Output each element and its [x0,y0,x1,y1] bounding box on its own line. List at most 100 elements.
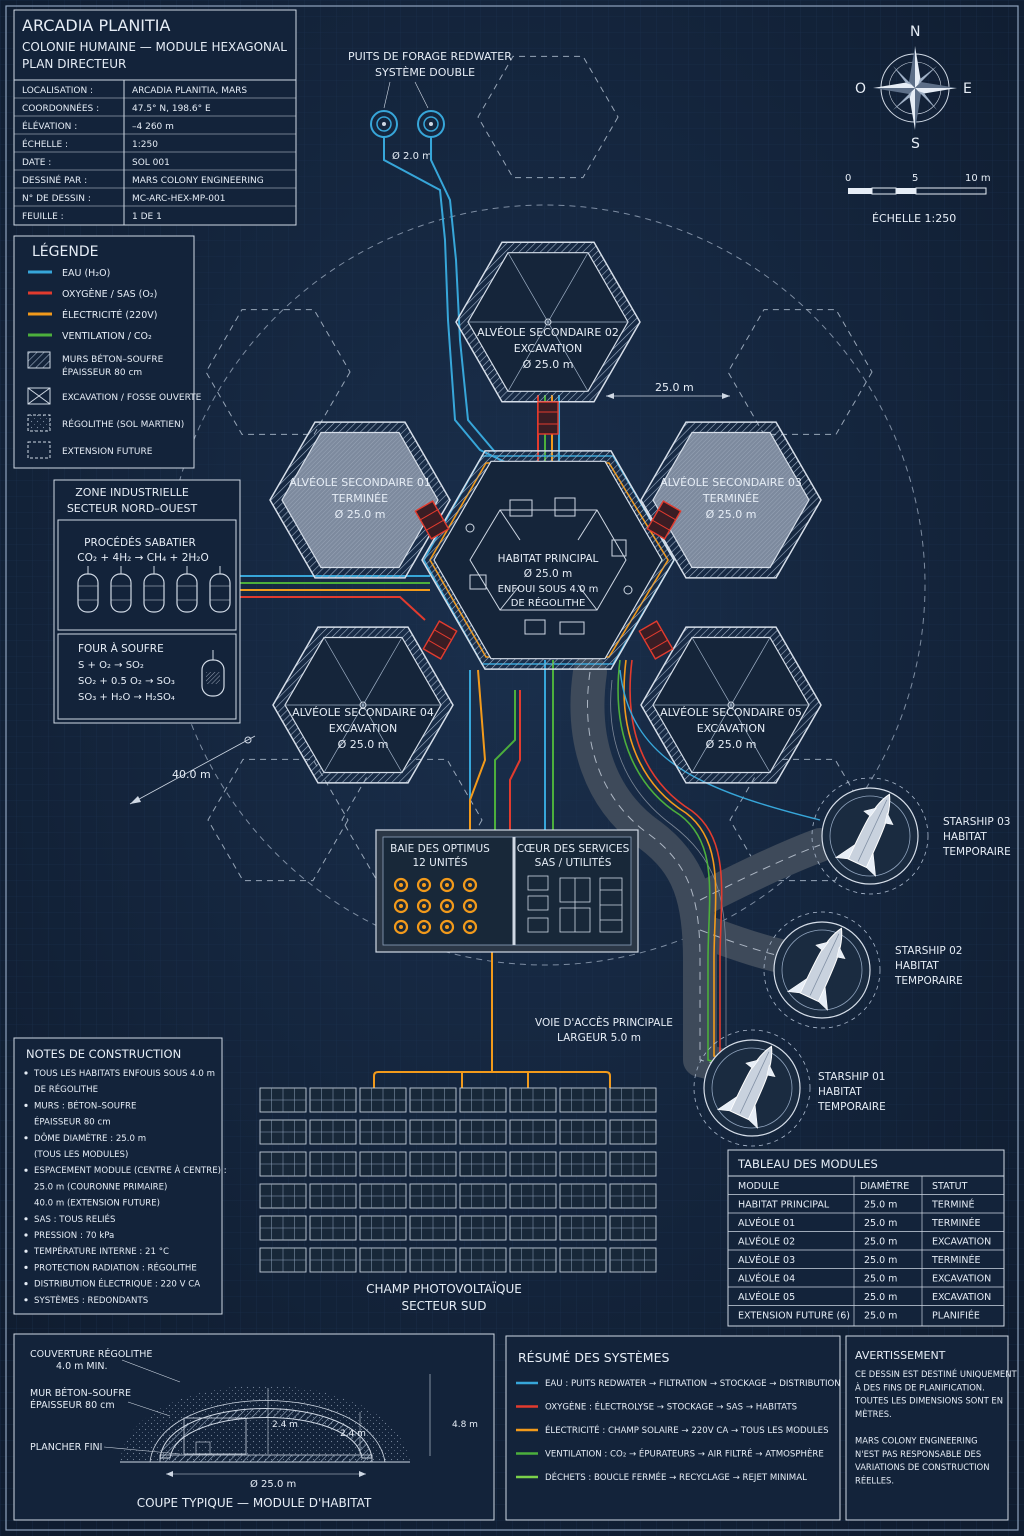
starship-icon [716,1045,776,1129]
optimus-unit [416,877,432,893]
table-cell-2-1: 25.0 m [864,1237,897,1248]
system-text-3: VENTILATION : CO₂ → ÉPURATEURS → AIR FIL… [545,1448,824,1460]
tb-label-0: LOCALISATION : [22,86,93,96]
optimus-unit [462,877,478,893]
legend-excavation: EXCAVATION / FOSSE OUVERTE [62,393,202,403]
solar-panel [259,1215,307,1241]
airlock-3 [422,620,458,660]
legend-regolith: RÉGOLITHE (SOL MARTIEN) [62,418,184,430]
wells-diameter: Ø 2.0 m [392,150,432,162]
solar-panel [409,1215,457,1241]
warning-line-8: RÉELLES. [855,1474,894,1485]
solar-panel [309,1247,357,1273]
notes-title: NOTES DE CONSTRUCTION [26,1047,181,1061]
table-cell-3-2: TERMINÉE [931,1254,981,1266]
note-line-14: SYSTÈMES : REDONDANTS [34,1294,148,1306]
a04-diam: Ø 25.0 m [338,738,389,751]
airlock-4 [638,620,674,660]
solar-panel [609,1183,657,1209]
solar-panel [359,1215,407,1241]
solar-panel [409,1183,457,1209]
a04-status: EXCAVATION [329,722,398,735]
module-a03 [640,421,822,579]
starship-03-line3: TEMPORAIRE [942,846,1011,858]
solar-panel [459,1119,507,1145]
solar-panel [609,1119,657,1145]
note-line-5: (TOUS LES MODULES) [34,1150,128,1160]
dimension-extension: 40.0 m [129,735,256,805]
a03-status: TERMINÉE [702,492,759,505]
tb-label-3: ÉCHELLE : [22,138,68,150]
table-header-0: MODULE [738,1181,779,1192]
section-cover-1: COUVERTURE RÉGOLITHE [30,1348,152,1360]
a04-name: ALVÉOLE SECONDAIRE 04 [292,706,434,719]
tb-value-5: MARS COLONY ENGINEERING [132,176,264,186]
system-text-2: ÉLECTRICITÉ : CHAMP SOLAIRE → 220V CA → … [545,1424,829,1436]
legend-future-swatch [27,441,51,459]
future-hex-3 [207,758,349,882]
table-cell-0-2: TERMINÉ [931,1199,975,1211]
optimus-title: BAIE DES OPTIMUS [390,843,490,855]
legend-label-0: EAU (H₂O) [62,268,110,279]
starship-01-line3: TEMPORAIRE [817,1101,886,1113]
a05-status: EXCAVATION [697,722,766,735]
warning-line-0: CE DESSIN EST DESTINÉ UNIQUEMENT [855,1368,1017,1379]
tb-value-3: 1:250 [132,140,158,150]
optimus-unit [416,919,432,935]
note-line-4: DÔME DIAMÈTRE : 25.0 m [34,1132,146,1144]
sabatier-reactor-0 [77,566,99,613]
solar-panel [559,1119,607,1145]
solar-panel [609,1215,657,1241]
note-line-8: 40.0 m (EXTENSION FUTURE) [34,1199,160,1209]
optimus-unit [393,877,409,893]
solar-panel [359,1247,407,1273]
sabatier-reactor-2 [143,566,165,613]
starship-01 [693,1029,811,1147]
note-line-10: PRESSION : 70 kPa [34,1231,114,1241]
scale-tick-0: 0 [845,173,851,184]
solar-panel [509,1183,557,1209]
note-line-11: TEMPÉRATURE INTERNE : 21 °C [33,1245,169,1257]
tb-value-0: ARCADIA PLANITIA, MARS [132,86,247,96]
solar-panel [259,1247,307,1273]
scale-tick-5: 5 [912,173,918,184]
solar-panel [259,1183,307,1209]
solar-panel [309,1087,357,1113]
solar-panel [309,1151,357,1177]
main-habitat-name: HABITAT PRINCIPAL [498,553,599,565]
tb-label-5: DESSINÉ PAR : [22,174,87,186]
note-line-0: TOUS LES HABITATS ENFOUIS SOUS 4.0 m [33,1069,215,1079]
solar-panel [459,1183,507,1209]
dimension-spacing: 25.0 m [606,381,730,399]
furnace-eq-1: S + O₂ → SO₂ [78,660,144,671]
starship-icon [834,793,894,877]
tb-label-2: ÉLÉVATION : [22,120,77,132]
solar-panel [359,1151,407,1177]
tb-label-7: FEUILLE : [22,212,64,222]
optimus-unit [393,898,409,914]
solar-panel [259,1119,307,1145]
legend-wall-swatch [27,351,51,369]
module-main [421,450,675,670]
industrial-zone: ZONE INDUSTRIELLE SECTEUR NORD–OUEST PRO… [53,479,241,724]
solar-panel [509,1215,557,1241]
solar-panel [409,1247,457,1273]
sabatier-reactor-1 [110,566,132,613]
solar-panel [309,1119,357,1145]
system-text-4: DÉCHETS : BOUCLE FERMÉE → RECYCLAGE → RE… [545,1471,807,1483]
dim-spacing-label: 25.0 m [655,381,694,394]
scale-label: ÉCHELLE 1:250 [872,212,956,225]
tb-value-6: MC-ARC-HEX-MP-001 [132,194,225,204]
note-line-6: ESPACEMENT MODULE (CENTRE À CENTRE) : [34,1164,227,1176]
note-line-1: DE RÉGOLITHE [34,1083,98,1095]
redwater-wells: PUITS DE FORAGE REDWATER SYSTÈME DOUBLE … [348,50,512,162]
warning-line-2: TOUTES LES DIMENSIONS SONT EN [854,1396,1003,1406]
solar-panel [459,1215,507,1241]
a02-diam: Ø 25.0 m [523,358,574,371]
starship-01-line2: HABITAT [818,1086,862,1098]
solar-panel [509,1119,557,1145]
optimus-units [393,877,478,935]
tb-label-4: DATE : [22,158,51,168]
solar-panel [559,1247,607,1273]
solar-panel [509,1247,557,1273]
